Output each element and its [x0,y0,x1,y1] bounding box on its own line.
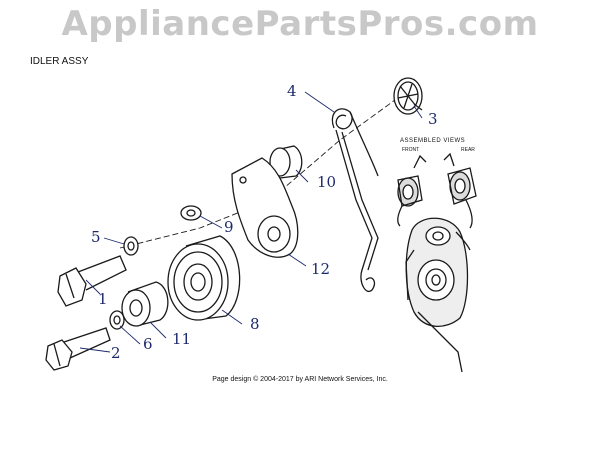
callout-8: 8 [250,315,260,333]
rear-label: REAR [461,147,475,153]
copyright-notice: Page design © 2004-2017 by ARI Network S… [212,376,388,383]
part-4-spring [331,108,379,293]
leader-6 [119,325,141,345]
callout-5: 5 [91,228,101,246]
diagram-title: IDLER ASSY [30,56,89,67]
callout-12: 12 [311,260,331,278]
leader-2 [79,347,111,353]
part-12-idler-bracket [231,157,299,258]
leader-11 [149,321,167,339]
part-3-wheel [393,77,423,115]
callout-2: 2 [111,344,121,362]
front-label: FRONT [402,147,420,153]
callout-3: 3 [428,110,438,128]
part-5-washer [123,236,139,256]
part-2-bolt [45,327,111,371]
leader-3 [413,105,423,119]
assembled-views-heading: ASSEMBLED VIEWS [400,138,466,144]
leader-12 [287,253,307,267]
callout-10: 10 [317,173,337,191]
part-10-spacer [269,145,303,179]
assembled-front-view [397,154,427,227]
callout-11: 11 [172,330,192,348]
assembled-rear-view [443,152,477,229]
part-6-washer [109,310,125,330]
leader-1 [85,279,101,295]
watermark: AppliancePartsPros.com [61,4,539,44]
part-8-pulley [167,235,241,321]
part-1-bolt [57,255,127,307]
leader-9 [199,215,223,229]
part-11-spacer [121,281,169,327]
assembled-large-view [405,217,471,373]
leader-4 [304,91,335,113]
part-9-washer [180,205,202,221]
callout-9: 9 [224,218,234,236]
leader-8 [221,309,243,325]
leader-5 [103,237,125,245]
callout-1: 1 [98,290,108,308]
callout-6: 6 [143,335,153,353]
leader-10 [295,169,309,183]
callout-4: 4 [287,82,297,100]
